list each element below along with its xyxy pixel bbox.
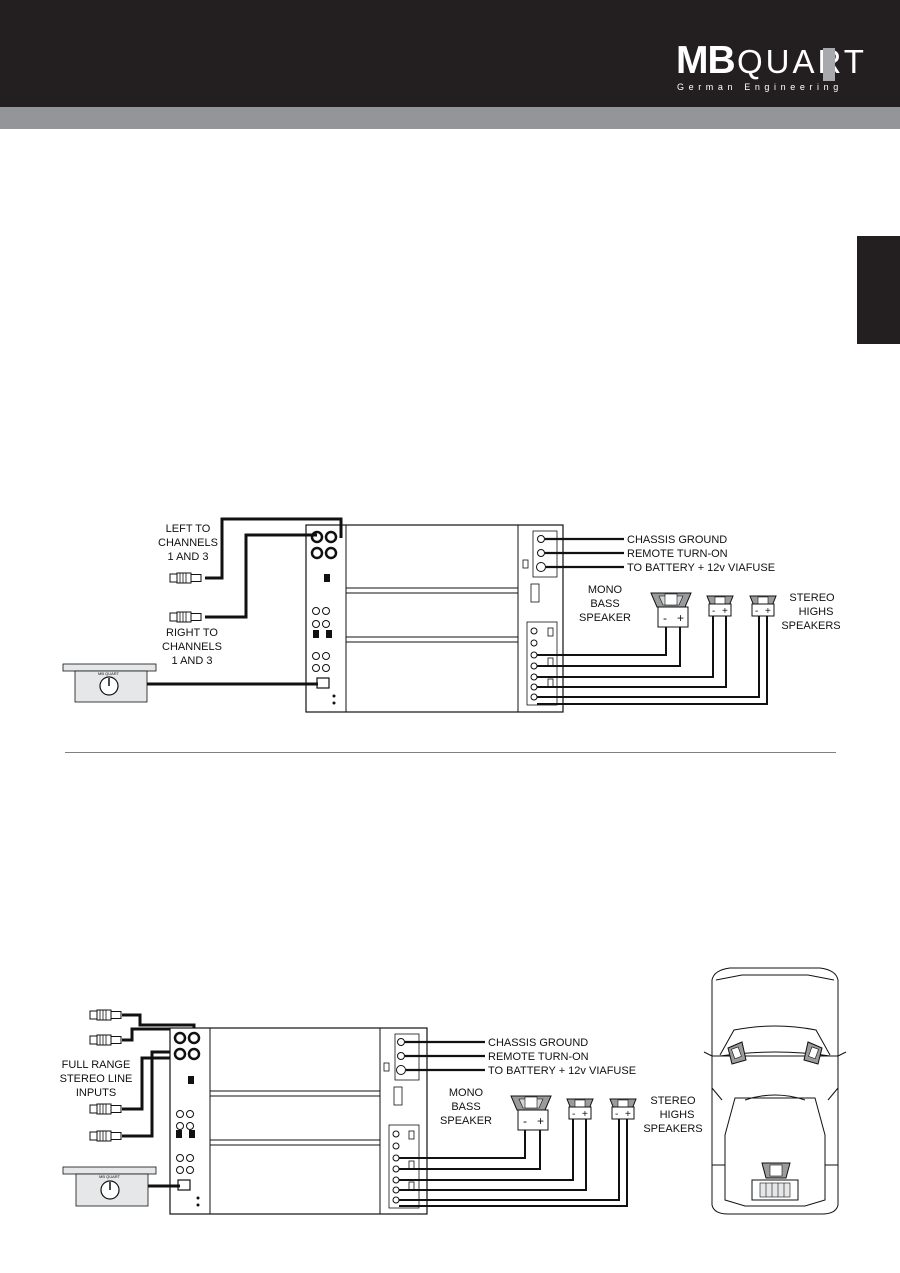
stereo-speaker-right-2: - +	[609, 1098, 637, 1120]
stereo-label-line-3: SPEAKERS	[781, 620, 840, 632]
car-door-speaker-right	[803, 1041, 823, 1065]
stereo-l-plus-2: +	[582, 1109, 588, 1120]
left-input-line-2: CHANNELS	[158, 537, 218, 549]
label-remote-turn-on-2: REMOTE TURN-ON	[488, 1051, 589, 1063]
stereo-label-line-1b: STEREO	[650, 1095, 696, 1107]
stereo-label-line-3b: SPEAKERS	[643, 1123, 702, 1135]
mono-plus-1: +	[677, 611, 684, 625]
power-wires-1	[545, 537, 624, 569]
power-wires-2	[405, 1040, 485, 1072]
mono-label-line-3: SPEAKER	[579, 612, 631, 624]
mono-label-line-1b: MONO	[449, 1087, 484, 1099]
stereo-r-plus-2: +	[625, 1109, 631, 1120]
label-left-input: LEFT TO CHANNELS 1 AND 3	[158, 523, 218, 563]
label-chassis-ground-1: CHASSIS GROUND	[627, 534, 727, 546]
input-label-line-3: INPUTS	[76, 1087, 116, 1099]
section-divider	[65, 752, 836, 753]
stereo-r-minus-2: -	[615, 1109, 618, 1120]
speaker-wires-1	[537, 615, 768, 705]
left-input-line-3: 1 AND 3	[168, 551, 209, 563]
stereo-speaker-left-1: - +	[706, 595, 734, 617]
label-remote-turn-on-1: REMOTE TURN-ON	[627, 548, 728, 560]
rca-plug-1	[89, 1009, 122, 1021]
logo-mb: MB	[676, 39, 736, 82]
remote-knob-1: MB QUART	[62, 663, 157, 703]
stereo-l-minus-1: -	[712, 606, 715, 617]
mono-label-line-3b: SPEAKER	[440, 1115, 492, 1127]
car-subwoofer	[751, 1162, 799, 1201]
stereo-r-minus-1: -	[755, 606, 758, 617]
label-chassis-ground-2: CHASSIS GROUND	[488, 1037, 588, 1049]
stereo-l-minus-2: -	[572, 1109, 575, 1120]
language-tab	[857, 236, 900, 344]
logo-bar	[823, 48, 835, 81]
stereo-speaker-right-1: - +	[749, 595, 777, 617]
mono-minus-1: -	[663, 611, 667, 625]
logo-tagline: German Engineering	[677, 82, 843, 92]
label-full-range-input: FULL RANGE STEREO LINE INPUTS	[60, 1059, 133, 1099]
mono-bass-speaker-1: - +	[650, 592, 692, 628]
right-input-line-2: CHANNELS	[162, 641, 222, 653]
wiring-diagram-1: MB QUART CHASSIS GROUND REMOTE TURN-ON T…	[62, 517, 841, 713]
car-door-speaker-left	[727, 1041, 747, 1065]
header-band	[0, 107, 900, 129]
input-label-line-1: FULL RANGE	[62, 1059, 131, 1071]
stereo-label-line-2b: HIGHS	[660, 1109, 695, 1121]
right-input-line-1: RIGHT TO	[166, 627, 218, 639]
mono-label-line-2: BASS	[590, 598, 619, 610]
stereo-label-line-1: STEREO	[789, 592, 835, 604]
label-stereo-highs-2: STEREO HIGHS SPEAKERS	[643, 1095, 702, 1135]
car-top-view	[703, 967, 847, 1215]
remote-brand-text-2: MB QUART	[99, 1174, 121, 1179]
mono-minus-2: -	[523, 1114, 527, 1128]
rca-plug-4	[89, 1130, 122, 1142]
remote-knob-2: MB QUART	[62, 1166, 157, 1207]
rca-wires-1	[205, 517, 343, 619]
brand-logo: MB QUART German Engineering	[676, 39, 864, 96]
logo-quart: QUART	[737, 43, 867, 80]
left-input-line-1: LEFT TO	[166, 523, 211, 535]
label-battery-1: TO BATTERY + 12v VIAFUSE	[627, 562, 775, 574]
mono-plus-2: +	[537, 1114, 544, 1128]
mono-label-line-1: MONO	[588, 584, 623, 596]
speaker-wires-2	[399, 1118, 628, 1207]
amplifier-1	[305, 524, 564, 713]
label-mono-bass-1: MONO BASS SPEAKER	[579, 584, 631, 624]
label-right-input: RIGHT TO CHANNELS 1 AND 3	[162, 627, 222, 667]
remote-brand-text: MB QUART	[98, 671, 120, 676]
stereo-r-plus-1: +	[765, 606, 771, 617]
input-label-line-2: STEREO LINE	[60, 1073, 133, 1085]
label-stereo-highs-1: STEREO HIGHS SPEAKERS	[781, 592, 840, 632]
page-header	[0, 0, 900, 107]
right-input-line-3: 1 AND 3	[172, 655, 213, 667]
amplifier-2	[169, 1027, 428, 1215]
rca-plug-3	[89, 1103, 122, 1115]
stereo-label-line-2: HIGHS	[799, 606, 834, 618]
label-battery-2: TO BATTERY + 12v VIAFUSE	[488, 1065, 636, 1077]
stereo-speaker-left-2: - +	[566, 1098, 594, 1120]
mono-bass-speaker-2: - +	[510, 1095, 552, 1131]
label-mono-bass-2: MONO BASS SPEAKER	[440, 1087, 492, 1127]
stereo-l-plus-1: +	[722, 606, 728, 617]
mono-label-line-2b: BASS	[451, 1101, 480, 1113]
rca-plug-2	[89, 1034, 122, 1046]
